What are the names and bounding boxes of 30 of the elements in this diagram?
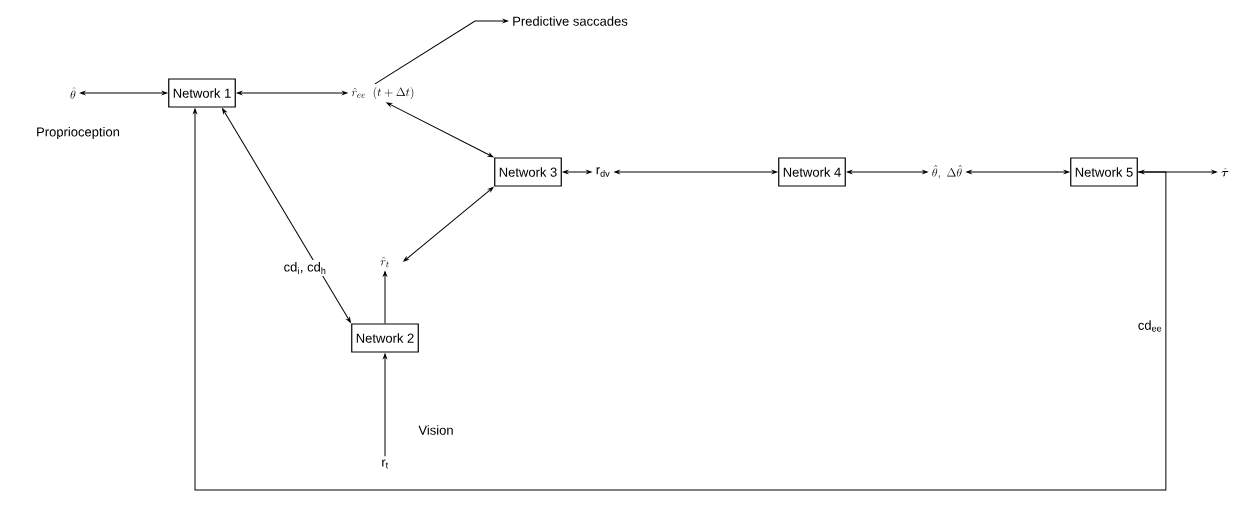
signal-label: $\hat{r}_{ee}\;\;(t+\Delta t)$ (351, 87, 414, 99)
arrow (562, 170, 592, 174)
input-label: Proprioception (37, 126, 120, 140)
arrow (846, 170, 928, 174)
network-box: Network 1 (168, 78, 236, 108)
signal-label: $\hat{\theta}$ (70, 87, 76, 99)
arrow (403, 187, 494, 262)
signal-label: $\hat{r}_{t}$ (380, 256, 389, 268)
arrow (386, 102, 494, 158)
arrow (193, 108, 1167, 491)
signal-label: $\hat{\theta},\ \Delta\hat{\theta}$ (932, 165, 962, 179)
signal-label: $\hat{\boldsymbol{\tau}}$ (1221, 167, 1229, 177)
edge-label: cd$_{ee}$ (1135, 318, 1165, 334)
arrow (966, 170, 1070, 174)
arrow (80, 91, 168, 95)
arrow (236, 91, 348, 95)
arrow (222, 108, 351, 323)
network-box: Network 2 (351, 323, 419, 353)
network-box: Network 5 (1070, 157, 1138, 187)
edge-label: cd$_{i}$, cd$_{h}$ (281, 260, 329, 276)
signal-label: r$_{t}$ (382, 459, 389, 469)
signal-label: Predictive saccades (513, 16, 628, 26)
signal-label: r$_{dv}$ (596, 167, 610, 177)
arrow (383, 353, 387, 457)
arrow (383, 271, 387, 324)
edge-label: Vision (416, 423, 456, 437)
arrow (374, 19, 508, 85)
network-box: Network 3 (494, 157, 562, 187)
arrow (614, 170, 778, 174)
network-box: Network 4 (778, 157, 846, 187)
